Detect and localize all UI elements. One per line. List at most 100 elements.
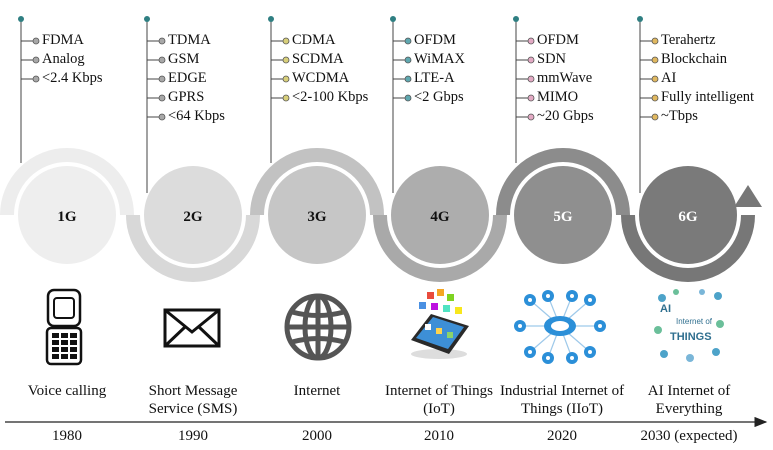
stem-top-dot [268, 16, 274, 22]
feature-bullet [651, 94, 659, 102]
application-line: (IoT) [423, 401, 455, 417]
stem-top-dot [144, 16, 150, 22]
feature-bullet [32, 37, 40, 45]
cloud-network-icon [510, 290, 610, 364]
globe-icon [283, 292, 353, 362]
feature-bullet [32, 56, 40, 64]
feature-item-6g: Blockchain [661, 51, 728, 67]
feature-bullet [282, 94, 290, 102]
feature-item-3g: SCDMA [292, 51, 344, 67]
application-label-2g: Short Message Service (SMS) [128, 382, 258, 418]
feature-item-5g: mmWave [537, 70, 593, 86]
stem-top-dot [637, 16, 643, 22]
feature-bullet [282, 56, 290, 64]
wave-arrowhead [734, 185, 762, 207]
feature-bullet [158, 113, 166, 121]
stem-top-dot [390, 16, 396, 22]
generation-label: 4G [430, 209, 450, 225]
feature-item-1g: FDMA [42, 32, 84, 48]
generation-label: 6G [678, 209, 698, 225]
generation-label: 2G [183, 209, 203, 225]
year-label-2g: 1990 [178, 428, 208, 444]
year-label-1g: 1980 [52, 428, 82, 444]
feature-item-3g: CDMA [292, 32, 336, 48]
feature-item-6g: Terahertz [661, 32, 716, 48]
feature-bullet [651, 56, 659, 64]
application-label-3g: Internet [252, 382, 382, 400]
application-line: Things (IIoT) [520, 401, 604, 417]
application-line: Internet [293, 383, 341, 399]
feature-item-2g: GPRS [168, 89, 205, 105]
generation-circle-3g [268, 166, 366, 264]
feature-item-6g: AI [661, 70, 677, 86]
feature-bullet [527, 94, 535, 102]
feature-bullet [282, 37, 290, 45]
year-label-4g: 2010 [424, 428, 454, 444]
feature-item-5g: MIMO [537, 89, 579, 105]
application-line: Voice calling [27, 383, 107, 399]
application-line: Everything [655, 401, 723, 417]
feature-bullet [32, 75, 40, 83]
feature-item-1g: Analog [42, 51, 85, 67]
feature-item-6g: ~Tbps [661, 108, 698, 124]
feature-item-3g: WCDMA [292, 70, 350, 86]
feature-bullet [404, 94, 412, 102]
feature-item-5g: ~20 Gbps [537, 108, 594, 124]
year-label-3g: 2000 [302, 428, 332, 444]
ai-icon-text-internet-of: Internet of [676, 317, 713, 326]
feature-bullet [158, 56, 166, 64]
envelope-icon [163, 308, 221, 348]
feature-bullet [651, 113, 659, 121]
application-line: Internet of Things [384, 383, 494, 399]
generation-label: 1G [57, 209, 77, 225]
ai-icon-text-ai: AI [660, 303, 671, 315]
application-line: Short Message [148, 383, 238, 399]
feature-item-5g: OFDM [537, 32, 579, 48]
feature-bullet [527, 113, 535, 121]
year-label-6g: 2030 (expected) [640, 428, 738, 444]
feature-bullet [651, 75, 659, 83]
feature-bullet [404, 75, 412, 83]
application-line: Service (SMS) [148, 401, 238, 417]
ai-things-icon: AI Internet of THINGS [650, 288, 728, 364]
application-label-5g: Industrial Internet of Things (IIoT) [497, 382, 627, 418]
feature-item-4g: <2 Gbps [414, 89, 464, 105]
feature-item-2g: EDGE [168, 70, 207, 86]
feature-bullet [158, 94, 166, 102]
generation-circle-1g [18, 166, 116, 264]
feature-item-4g: LTE-A [414, 70, 455, 86]
generation-circle-6g [639, 166, 737, 264]
feature-item-5g: SDN [537, 51, 567, 67]
feature-item-2g: GSM [168, 51, 200, 67]
feature-item-3g: <2-100 Kbps [292, 89, 369, 105]
ai-icon-text-things: THINGS [670, 331, 712, 343]
wave-band-6g [621, 214, 755, 282]
feature-item-6g: Fully intelligent [661, 89, 755, 105]
feature-item-2g: <64 Kbps [168, 108, 225, 124]
feature-item-2g: TDMA [168, 32, 211, 48]
application-label-4g: Internet of Things (IoT) [374, 382, 504, 418]
feature-bullet [158, 75, 166, 83]
generation-label: 5G [553, 209, 573, 225]
application-line: AI Internet of [647, 383, 731, 399]
feature-bullet [651, 37, 659, 45]
wave-band-1g [0, 148, 134, 216]
feature-bullet [527, 56, 535, 64]
wave-band-3g [250, 148, 384, 216]
generation-label: 3G [307, 209, 327, 225]
application-label-6g: AI Internet of Everything [624, 382, 754, 418]
feature-bullet [527, 75, 535, 83]
wave-band-2g [126, 214, 260, 282]
feature-bullet [282, 75, 290, 83]
feature-bullet [404, 37, 412, 45]
smartphone-apps-icon [405, 288, 473, 362]
year-label-5g: 2020 [547, 428, 577, 444]
stem-top-dot [513, 16, 519, 22]
generation-circle-2g [144, 166, 242, 264]
feature-item-1g: <2.4 Kbps [42, 70, 103, 86]
application-label-1g: Voice calling [2, 382, 132, 400]
feature-item-4g: OFDM [414, 32, 456, 48]
application-line: Industrial Internet of [499, 383, 625, 399]
wave-band-5g [496, 148, 630, 216]
